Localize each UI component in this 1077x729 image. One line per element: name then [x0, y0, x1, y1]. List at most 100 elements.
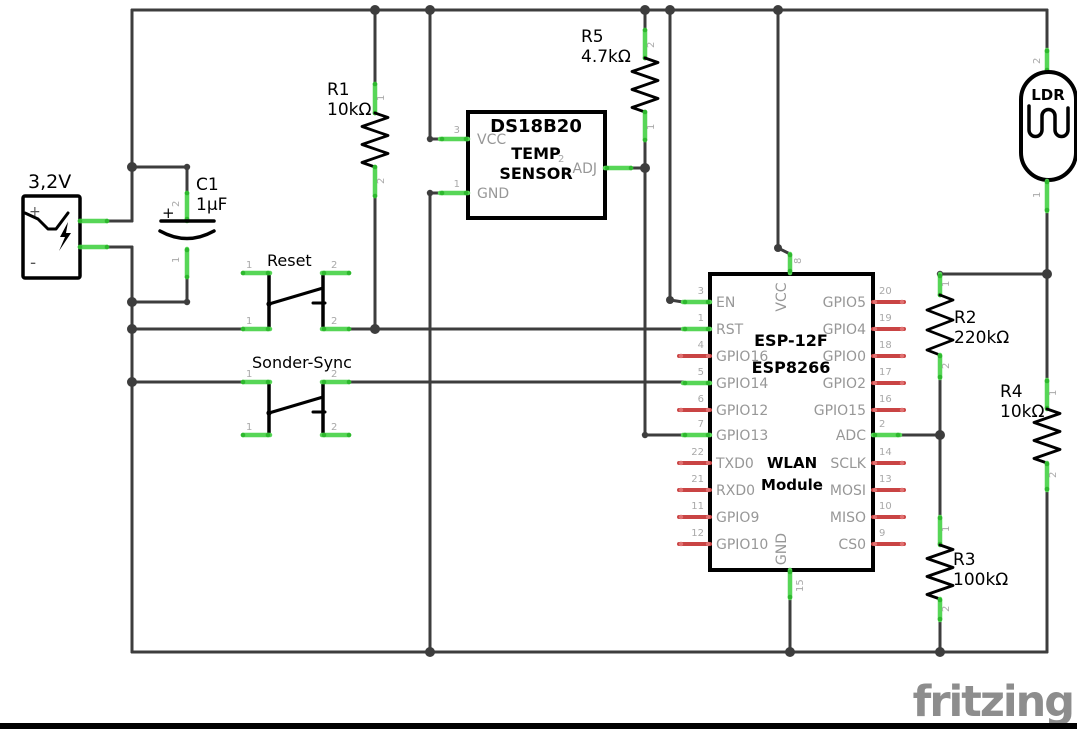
esp-right-pin-number: 13 — [879, 474, 892, 485]
ds18b20-title: DS18B20 — [490, 116, 582, 137]
bend-dot[interactable] — [666, 296, 674, 304]
bend-dot[interactable] — [426, 189, 434, 197]
capacitor-c1[interactable]: + C1 1µF 2 1 — [158, 175, 227, 280]
wire-en[interactable] — [668, 8, 685, 304]
wire-c1-top[interactable] — [130, 165, 189, 195]
wire-c1-bottom[interactable] — [130, 275, 189, 304]
junction-dot[interactable] — [640, 163, 650, 173]
junction-dot[interactable] — [127, 297, 137, 307]
r3-value-label[interactable]: 100kΩ — [953, 570, 1008, 590]
temp-sensor-ds18b20[interactable]: DS18B20 TEMP SENSOR VCC GND ADJ 3 1 2 — [437, 110, 634, 220]
resistor-r3[interactable]: R3 100kΩ 1 2 — [925, 514, 1008, 623]
wire-sensor-gnd[interactable] — [428, 191, 442, 654]
pin-end-dot — [346, 270, 352, 276]
resistor-r2[interactable]: R2 220kΩ 1 2 — [925, 271, 1009, 381]
c1-ref-label[interactable]: C1 — [196, 175, 219, 195]
pin-end-dot — [872, 432, 878, 438]
r5-pin2-number: 2 — [646, 42, 657, 48]
resistor-r4[interactable]: R4 10kΩ 1 2 — [1000, 377, 1062, 493]
bend-dot[interactable] — [774, 244, 782, 252]
pin-end-dot — [678, 514, 684, 520]
pin-end-dot — [899, 541, 905, 547]
junction-dot[interactable] — [640, 5, 650, 15]
r4-zigzag[interactable] — [1032, 407, 1062, 465]
junction-dot[interactable] — [425, 5, 435, 15]
ds18b20-gnd-number: 1 — [454, 179, 460, 190]
pin-end-dot — [872, 514, 878, 520]
r5-zigzag[interactable] — [630, 56, 660, 114]
pin-end-dot — [705, 487, 711, 493]
r5-value-label[interactable]: 4.7kΩ — [581, 47, 631, 67]
switch-sonder-sync[interactable]: Sonder-Sync 1 2 1 2 — [240, 353, 352, 438]
pin-end-dot — [705, 326, 711, 332]
r5-ref-label[interactable]: R5 — [581, 27, 604, 47]
sync-label[interactable]: Sonder-Sync — [252, 353, 352, 372]
c1-value-label[interactable]: 1µF — [196, 195, 227, 215]
junction-dot[interactable] — [127, 324, 137, 334]
resistor-r5[interactable]: R5 4.7kΩ 2 1 — [581, 27, 660, 143]
bend-dot[interactable] — [183, 298, 191, 306]
r1-zigzag[interactable] — [360, 111, 390, 169]
r2-pin1-number: 1 — [941, 281, 952, 287]
r2-value-label[interactable]: 220kΩ — [954, 328, 1009, 348]
wire-sensor-vcc[interactable] — [428, 8, 442, 141]
battery-label[interactable]: 3,2V — [28, 171, 71, 193]
r1-value-label[interactable]: 10kΩ — [327, 100, 371, 120]
reset-pin-number: 2 — [331, 260, 337, 271]
pin-end-dot — [705, 299, 711, 305]
esp-body[interactable] — [708, 272, 875, 572]
r4-value-label[interactable]: 10kΩ — [1000, 402, 1044, 422]
reset-label[interactable]: Reset — [267, 251, 312, 270]
pin-end-dot — [937, 616, 943, 622]
r2-zigzag[interactable] — [925, 293, 955, 357]
r3-ref-label[interactable]: R3 — [953, 550, 976, 570]
junction-dot[interactable] — [370, 324, 380, 334]
junction-dot[interactable] — [127, 377, 137, 387]
resistor-r1[interactable]: R1 10kΩ 1 2 — [327, 80, 390, 199]
bend-dot[interactable] — [426, 135, 434, 143]
esp-left-pin-label: GPIO12 — [716, 403, 768, 419]
bend-dot[interactable] — [183, 163, 191, 171]
junction-dot[interactable] — [1042, 269, 1052, 279]
esp-left-pin-label: RST — [716, 322, 744, 338]
junction-dot[interactable] — [370, 5, 380, 15]
pin-end-dot — [1044, 207, 1050, 213]
junction-dot[interactable] — [665, 5, 675, 15]
ldr-component[interactable]: LDR 2 1 — [1019, 47, 1077, 214]
r2-ref-label[interactable]: R2 — [954, 308, 977, 328]
sync-pin-number: 2 — [331, 369, 337, 380]
ds18b20-body[interactable] — [466, 110, 607, 220]
esp-right-pin-label: GPIO4 — [823, 322, 866, 338]
wire-data-to-gpio13[interactable] — [643, 138, 685, 437]
pin-end-dot — [899, 487, 905, 493]
junction-dot[interactable] — [935, 430, 945, 440]
pin-end-dot — [346, 379, 352, 385]
switch-reset[interactable]: Reset 1 2 1 2 — [240, 251, 352, 332]
r1-ref-label[interactable]: R1 — [327, 80, 350, 100]
pin-end-dot — [787, 594, 793, 600]
r4-ref-label[interactable]: R4 — [1000, 382, 1023, 402]
bend-dot[interactable] — [641, 431, 649, 439]
esp-right-pin-label: ADC — [836, 428, 866, 444]
pin-end-dot — [1044, 378, 1050, 384]
junction-dots[interactable] — [127, 5, 1052, 657]
junction-dot[interactable] — [935, 647, 945, 657]
lightning-bolt-icon — [59, 222, 71, 251]
esp8266-module[interactable]: ESP-12F ESP8266 WLAN Module VCC 8 GND 15 — [677, 251, 906, 601]
battery-body[interactable] — [21, 194, 82, 280]
pin-end-dot — [240, 379, 246, 385]
battery-component[interactable]: 3,2V + - — [21, 171, 110, 280]
junction-dot[interactable] — [425, 647, 435, 657]
wire-esp-vcc[interactable] — [776, 8, 792, 256]
junction-dot[interactable] — [127, 162, 137, 172]
junction-dot[interactable] — [773, 5, 783, 15]
pin-end-dot — [346, 326, 352, 332]
pin-end-dot — [787, 569, 793, 575]
esp-left-pin-label: GPIO16 — [716, 349, 768, 365]
junction-dot[interactable] — [785, 647, 795, 657]
pin-end-dot — [872, 460, 878, 466]
c1-pin2-number: 2 — [171, 201, 182, 207]
esp-left-pin-number: 3 — [698, 286, 704, 297]
esp-right-pin-label: GPIO0 — [823, 349, 866, 365]
r3-zigzag[interactable] — [925, 543, 955, 601]
